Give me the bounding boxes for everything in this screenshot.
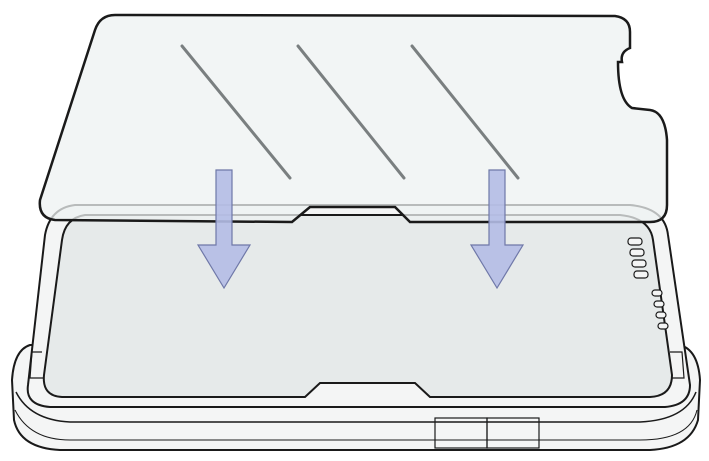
glare-line <box>180 44 292 180</box>
side-buttons <box>434 417 540 449</box>
glare-line <box>296 44 406 180</box>
device-corner-right <box>670 351 685 379</box>
glare-line <box>410 44 520 180</box>
device-corner-left <box>29 351 44 379</box>
glare-lines <box>180 44 520 180</box>
down-arrow-right-icon <box>469 169 525 290</box>
device-screen <box>42 214 674 398</box>
device-shell-edge-lower <box>14 409 698 441</box>
device-body <box>10 204 702 451</box>
down-arrow-left-icon <box>196 169 252 290</box>
sensor-cluster <box>627 237 669 330</box>
screen-protector-glass <box>38 13 669 224</box>
device-shell-edge <box>15 391 697 423</box>
glass-sheet <box>38 13 669 224</box>
